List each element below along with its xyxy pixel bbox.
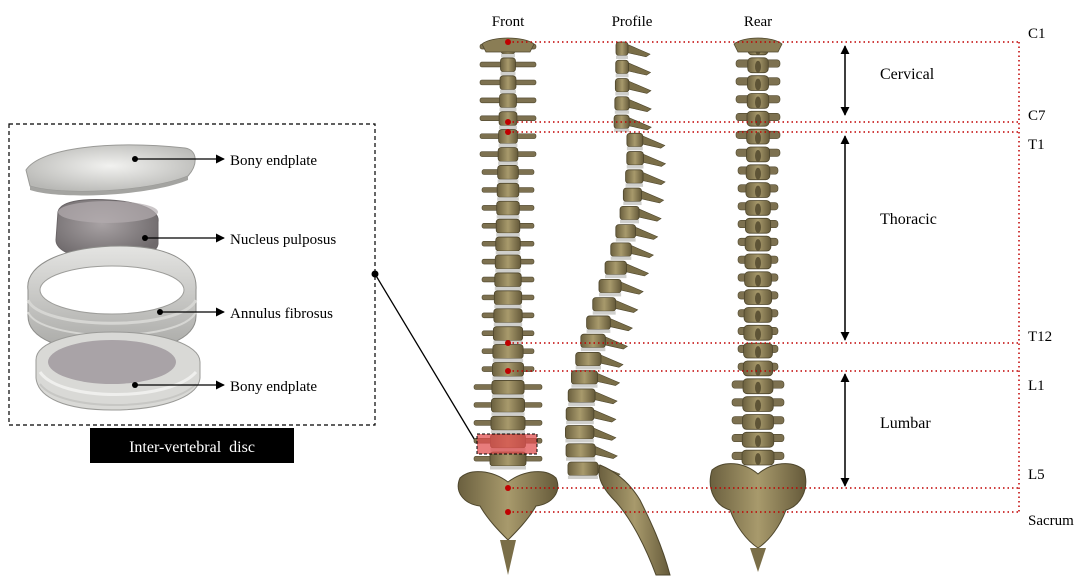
profile-vertebra [593, 298, 638, 315]
label-bottom-endplate: Bony endplate [230, 379, 317, 395]
profile-vertebra [587, 316, 633, 333]
rear-vertebra [738, 325, 778, 340]
region-label-cervical: Cervical [880, 66, 935, 83]
front-vertebra [482, 201, 534, 218]
rear-vertebra [738, 236, 778, 251]
disc-panel: Bony endplate Nucleus pulposus Annulus f… [9, 124, 476, 463]
spine-front-view [458, 38, 558, 575]
profile-vertebra [611, 243, 654, 260]
level-c7-dot [505, 119, 511, 125]
label-annulus-fibrosus: Annulus fibrosus [230, 306, 333, 322]
disc-title: Inter-vertebral disc [129, 439, 255, 456]
profile-vertebra [616, 42, 650, 59]
rear-vertebra [736, 58, 780, 73]
rear-vertebra [738, 165, 778, 180]
profile-vertebra [615, 97, 651, 114]
level-sacrum-dot [505, 509, 511, 515]
level-label-l5: L5 [1028, 467, 1045, 483]
profile-vertebra [614, 115, 651, 132]
level-label-c1: C1 [1028, 26, 1046, 42]
rear-vertebra [736, 147, 780, 162]
front-vertebra [474, 416, 542, 433]
profile-vertebra [571, 371, 619, 388]
profile-vertebra [616, 225, 658, 242]
front-vertebra [482, 237, 534, 254]
level-label-c7: C7 [1028, 108, 1046, 124]
bottom-endplate-illustration [36, 332, 200, 410]
region-label-thoracic: Thoracic [880, 211, 937, 228]
front-vertebra [480, 148, 536, 165]
level-l5-dot [505, 485, 511, 491]
profile-vertebra [605, 261, 648, 278]
view-title-profile: Profile [612, 14, 653, 30]
label-top-endplate: Bony endplate [230, 153, 317, 169]
profile-vertebra [568, 389, 617, 406]
front-vertebra [482, 309, 534, 326]
level-t1-dot [505, 129, 511, 135]
front-vertebra [480, 58, 536, 75]
front-vertebra [482, 219, 534, 236]
rear-vertebra [738, 308, 778, 323]
profile-vertebra [599, 279, 643, 296]
rear-vertebra [738, 272, 778, 287]
front-vertebra [482, 165, 534, 182]
profile-vertebra [627, 133, 665, 150]
rear-vertebra [732, 432, 784, 447]
profile-vertebra [620, 206, 661, 223]
rear-vertebra [738, 254, 778, 269]
level-t12-dot [505, 340, 511, 346]
level-label-sacrum: Sacrum [1028, 513, 1074, 529]
level-label-l1: L1 [1028, 378, 1045, 394]
level-c1-dot [505, 39, 511, 45]
level-label-t1: T1 [1028, 137, 1045, 153]
front-vertebra [480, 76, 536, 93]
view-title-front: Front [492, 14, 525, 30]
profile-vertebra [566, 444, 617, 461]
level-label-t12: T12 [1028, 329, 1052, 345]
view-title-rear: Rear [744, 14, 772, 30]
profile-vertebra [565, 425, 615, 442]
label-nucleus-pulposus: Nucleus pulposus [230, 232, 336, 248]
highlighted-disc [477, 434, 537, 454]
rear-vertebra [732, 379, 784, 394]
profile-vertebra [626, 170, 665, 187]
rear-vertebra [736, 94, 780, 109]
front-vertebra [482, 255, 534, 272]
rear-vertebra [738, 201, 778, 216]
profile-vertebra [616, 60, 651, 77]
spine-rear-view [710, 38, 806, 572]
top-endplate-illustration [26, 145, 195, 195]
profile-vertebra [623, 188, 663, 205]
rear-vertebra [738, 343, 778, 358]
front-vertebra [482, 291, 534, 308]
front-vertebra [482, 183, 534, 200]
profile-vertebra [615, 79, 651, 96]
front-vertebra [474, 452, 542, 469]
front-vertebra [474, 398, 542, 415]
level-l1-dot [505, 368, 511, 374]
profile-vertebra [581, 334, 628, 351]
rear-vertebra [732, 450, 784, 465]
rear-vertebra [738, 218, 778, 233]
front-vertebra [482, 345, 534, 362]
rear-vertebra [738, 361, 778, 376]
rear-vertebra [736, 111, 780, 126]
front-vertebra [474, 380, 542, 397]
rear-vertebra [732, 397, 784, 412]
profile-vertebra [566, 407, 616, 424]
rear-vertebra [736, 76, 780, 91]
rear-vertebra [738, 290, 778, 305]
region-label-lumbar: Lumbar [880, 415, 931, 432]
front-vertebra [482, 273, 534, 290]
rear-vertebra [732, 415, 784, 430]
profile-vertebra [627, 152, 666, 169]
rear-vertebra [738, 183, 778, 198]
profile-vertebra [576, 352, 623, 369]
connector-line [375, 274, 476, 442]
front-vertebra [480, 94, 536, 111]
